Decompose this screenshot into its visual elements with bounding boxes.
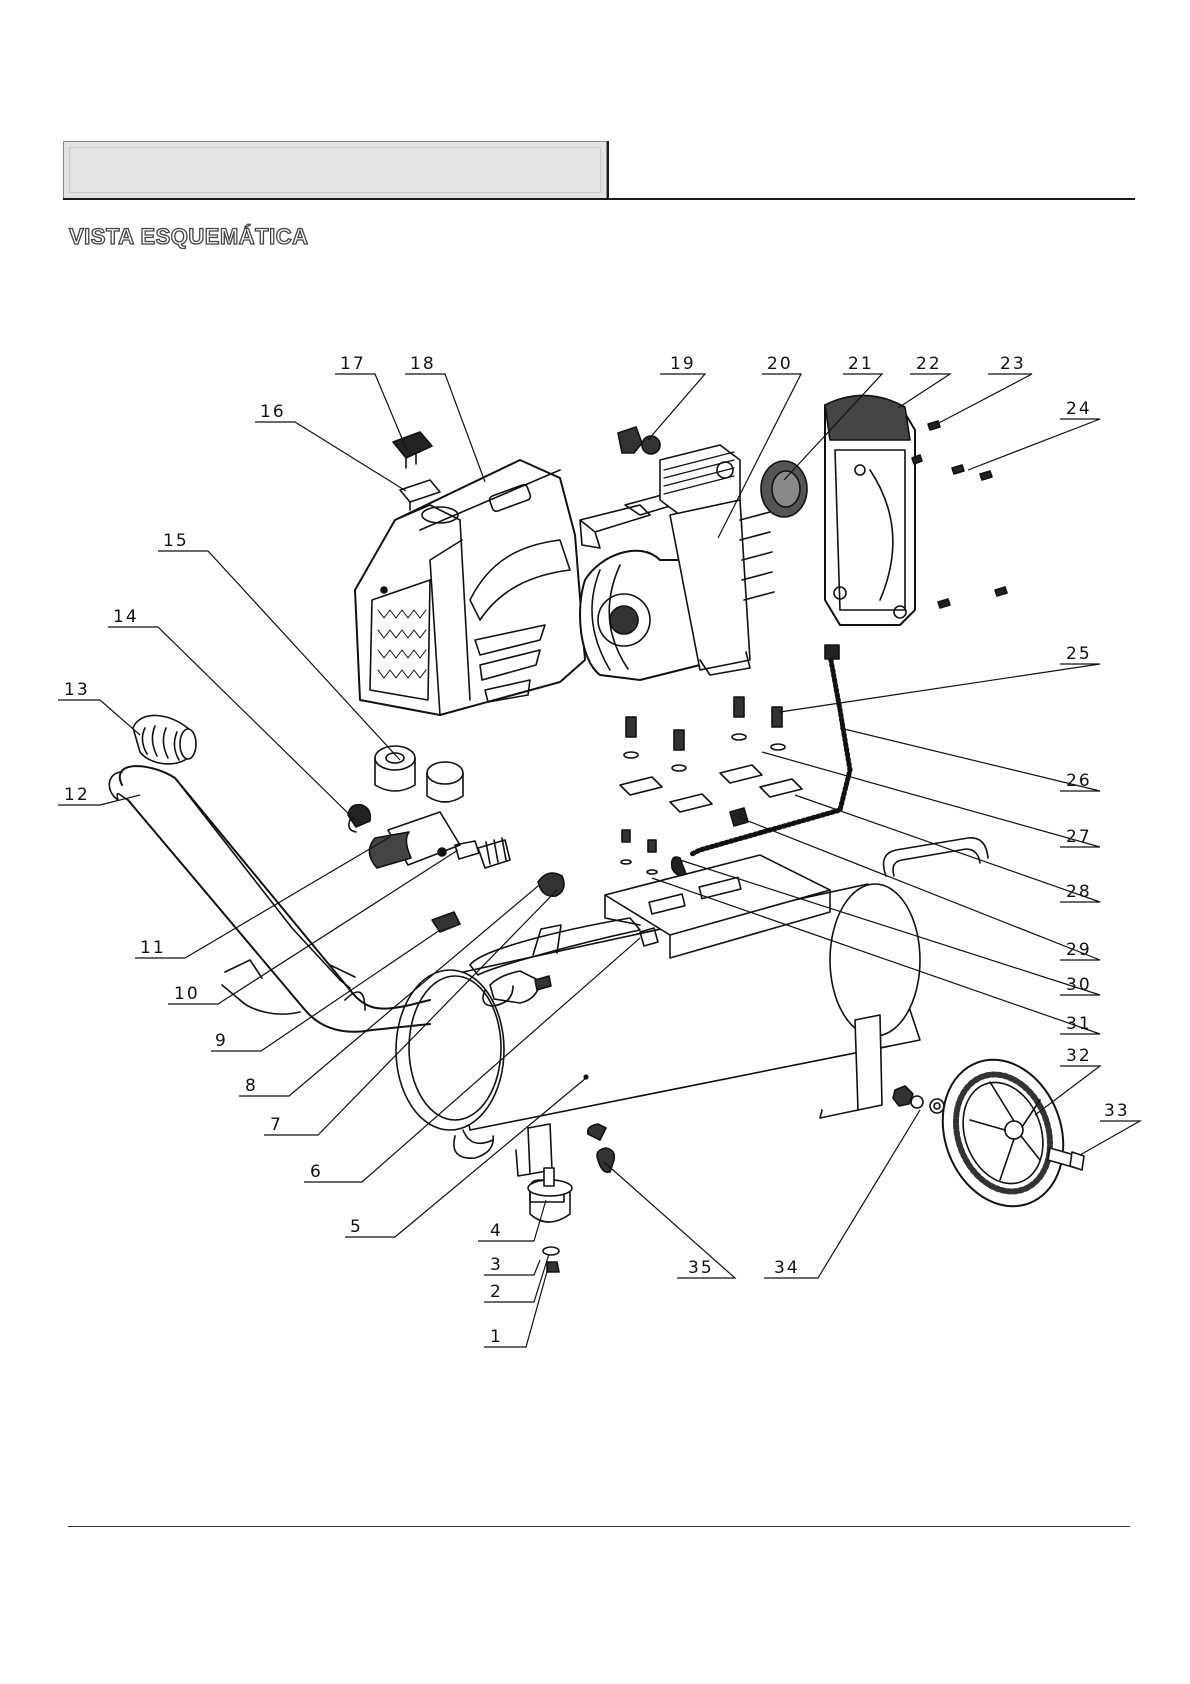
discharge-tube (672, 645, 850, 875)
callout-8: 8 (245, 1076, 258, 1096)
callout-6: 6 (310, 1162, 323, 1182)
rear-cover (825, 395, 915, 625)
callout-13: 13 (64, 680, 90, 700)
callout-10: 10 (174, 984, 200, 1004)
front-shroud (355, 460, 585, 715)
callout-2: 2 (490, 1282, 503, 1302)
callout-numbers: 1 2 3 4 5 6 7 8 9 10 11 12 13 14 15 16 1… (64, 354, 1130, 1347)
callout-24: 24 (1066, 399, 1092, 419)
wheel-nut-washers (893, 1086, 944, 1113)
callout-15: 15 (163, 531, 189, 551)
on-off-switch (393, 432, 440, 510)
callout-3: 3 (490, 1255, 503, 1275)
elbow-fitting (618, 427, 660, 454)
callout-14: 14 (113, 607, 139, 627)
callout-11: 11 (140, 938, 166, 958)
callout-33: 33 (1104, 1101, 1130, 1121)
motor-pump-assembly (580, 445, 774, 680)
callout-28: 28 (1066, 882, 1092, 902)
safety-valve (348, 805, 370, 832)
callout-19: 19 (670, 354, 696, 374)
callout-17: 17 (340, 354, 366, 374)
callout-27: 27 (1066, 827, 1092, 847)
callout-9: 9 (215, 1031, 228, 1051)
callout-30: 30 (1066, 975, 1092, 995)
callout-23: 23 (1000, 354, 1026, 374)
callout-1: 1 (490, 1327, 503, 1347)
callout-22: 22 (916, 354, 942, 374)
wheel (923, 1043, 1084, 1224)
pressure-regulator-assembly (369, 746, 510, 868)
callout-29: 29 (1066, 940, 1092, 960)
callout-16: 16 (260, 402, 286, 422)
callout-25: 25 (1066, 644, 1092, 664)
callout-31: 31 (1066, 1014, 1092, 1034)
cover-screws (912, 421, 1007, 608)
callout-34: 34 (774, 1258, 800, 1278)
callout-12: 12 (64, 785, 90, 805)
callout-5: 5 (350, 1217, 363, 1237)
air-filter (761, 461, 807, 517)
callout-21: 21 (848, 354, 874, 374)
callout-26: 26 (1066, 771, 1092, 791)
callout-20: 20 (767, 354, 793, 374)
callout-7: 7 (270, 1115, 283, 1135)
callout-leaders (58, 374, 1140, 1347)
callout-18: 18 (410, 354, 436, 374)
rubber-foot-parts (528, 1168, 572, 1272)
handle-grip (133, 715, 196, 763)
callout-32: 32 (1066, 1046, 1092, 1066)
callout-35: 35 (688, 1258, 714, 1278)
callout-4: 4 (490, 1221, 503, 1241)
